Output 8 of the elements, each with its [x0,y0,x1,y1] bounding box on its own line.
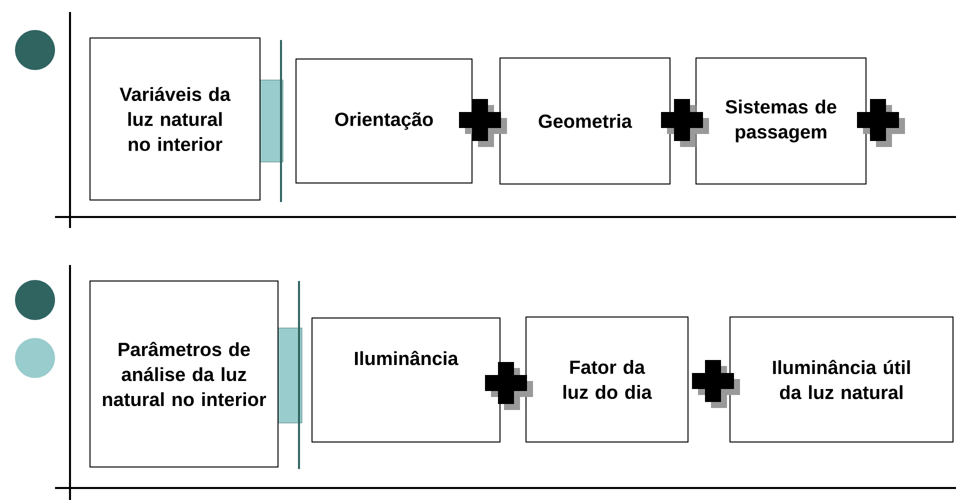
process-box: Variáveis da luz natural no interior [90,38,260,200]
process-box: Sistemas de passagem [696,58,866,184]
process-box: Iluminância [312,318,500,442]
process-box: Fator da luz do dia [526,316,688,442]
process-box: Orientação [296,58,472,184]
process-box: Iluminância útil da luz natural [730,316,954,442]
process-box: Parâmetros de análise da luz natural no interior [90,280,278,468]
process-box: Geometria [500,58,670,184]
